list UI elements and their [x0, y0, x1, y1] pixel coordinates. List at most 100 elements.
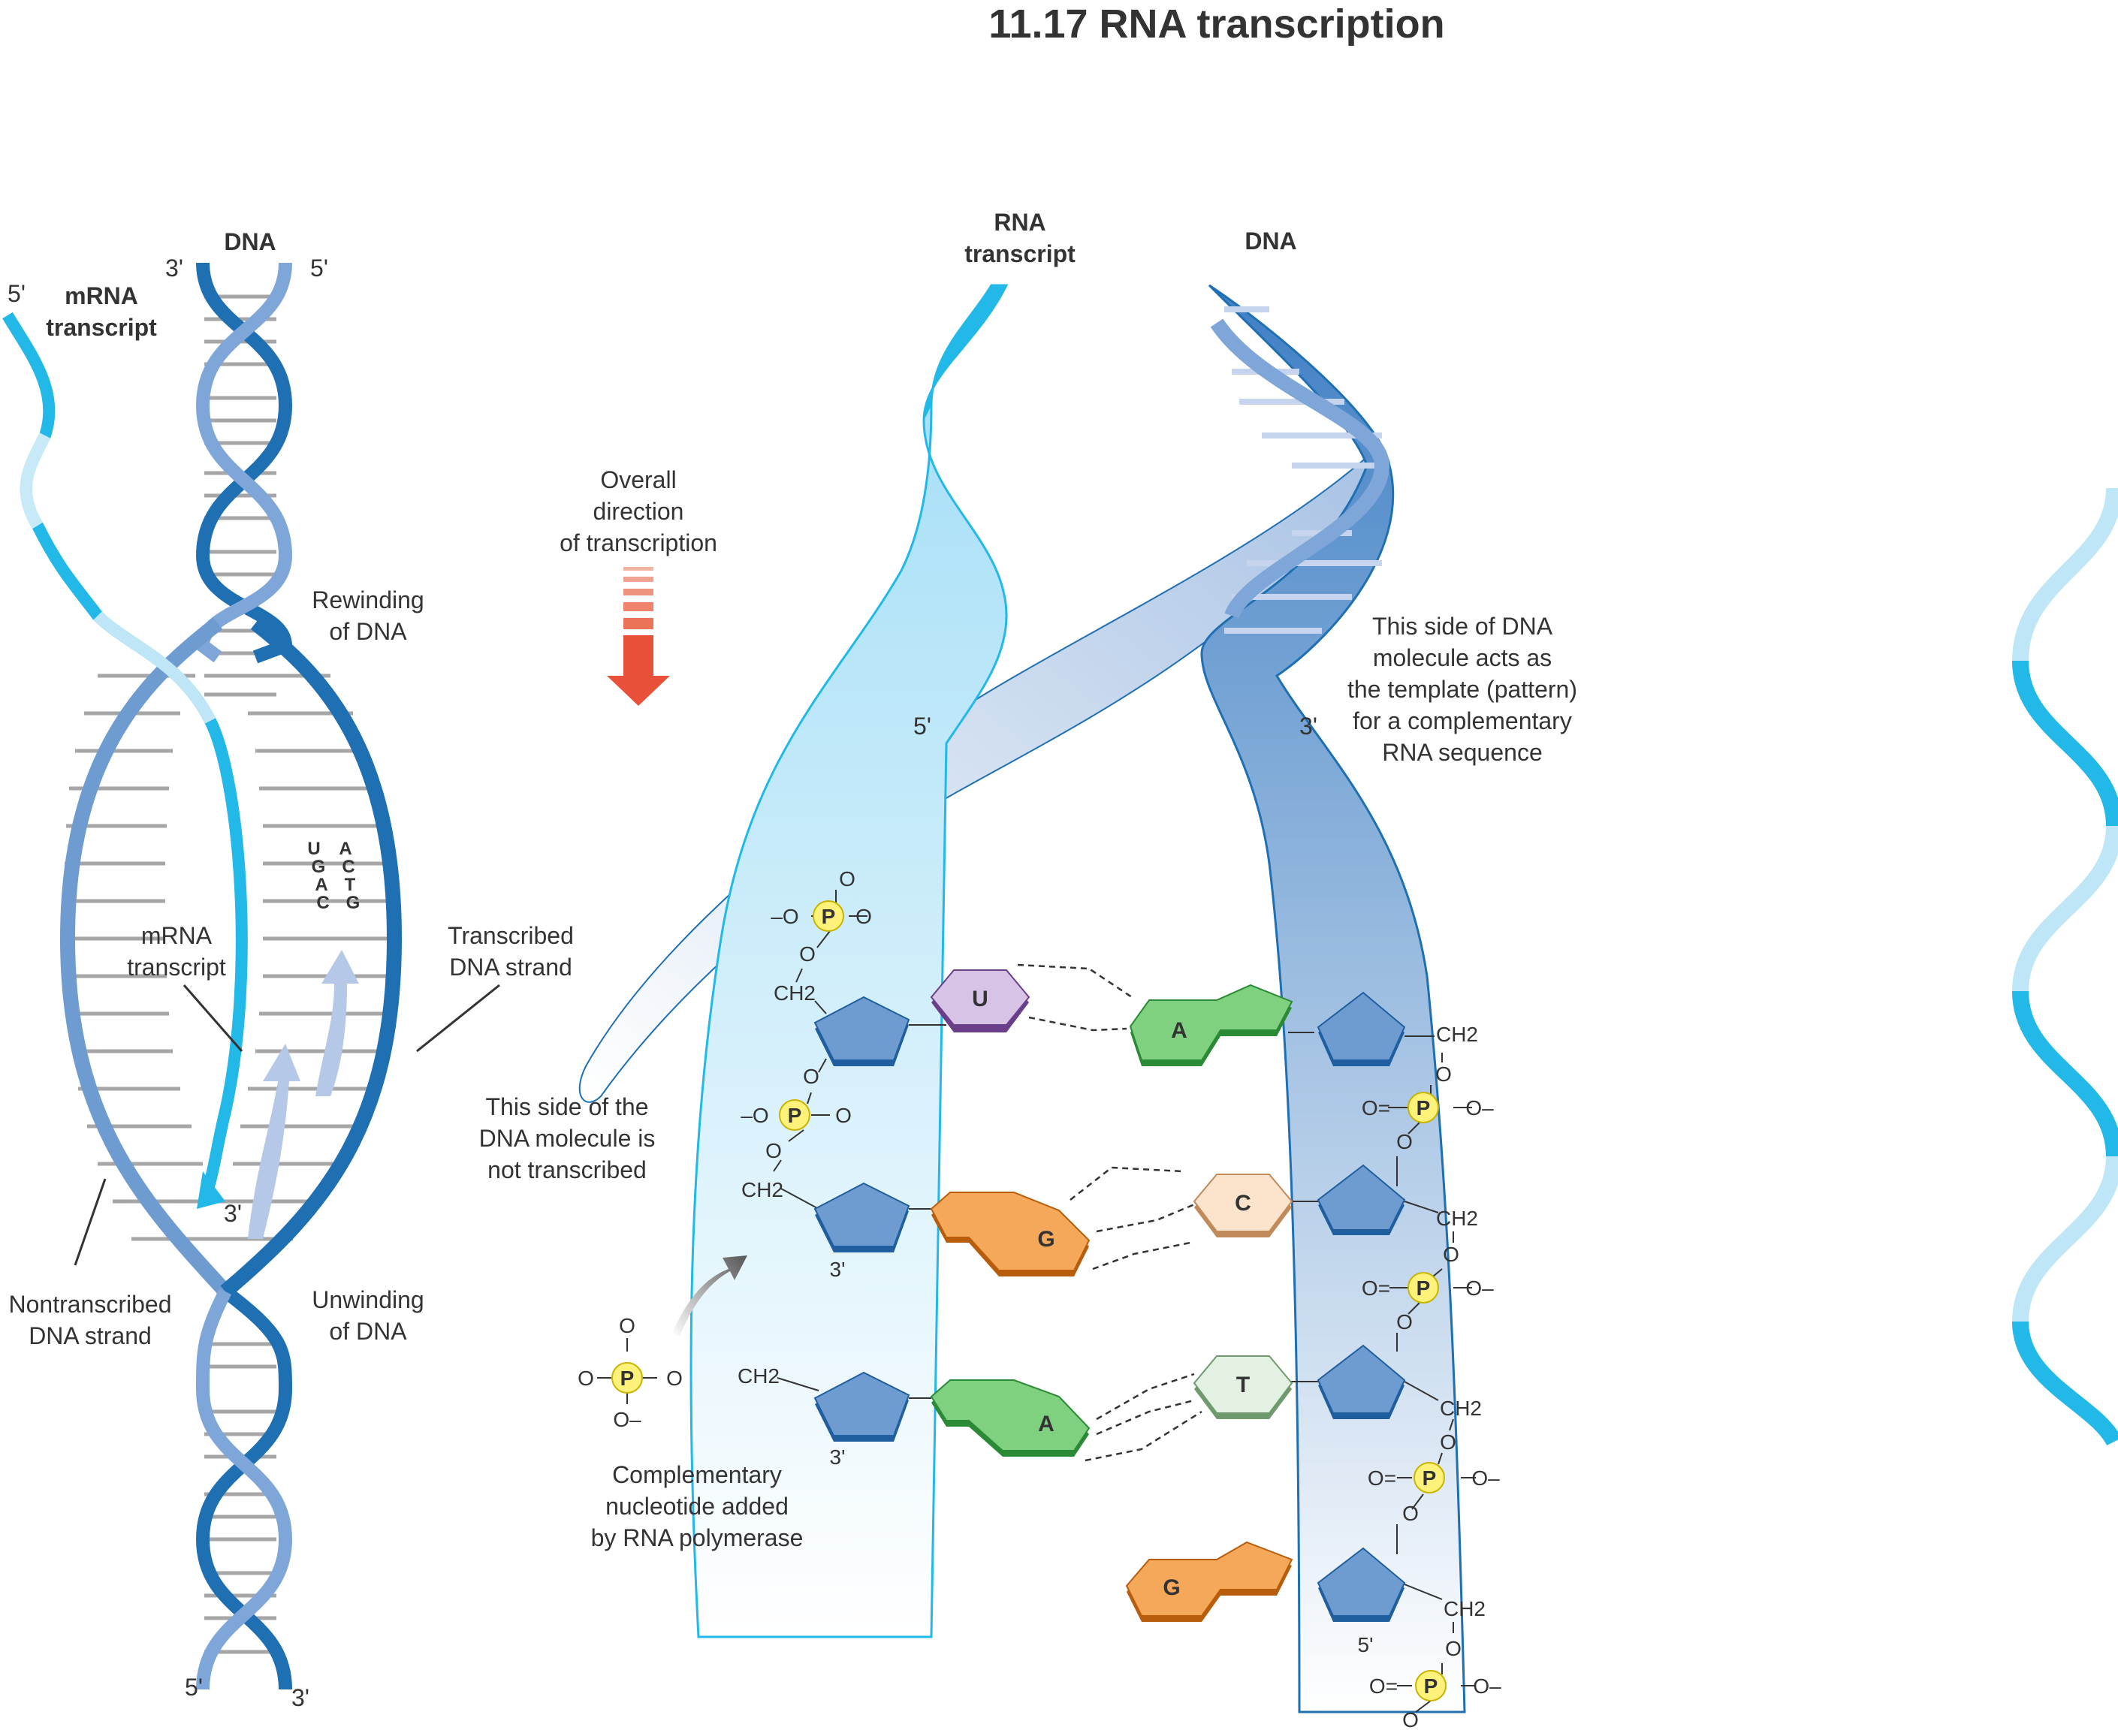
double-oxygen-label: O=	[1368, 1466, 1396, 1490]
oxygen-label: O	[666, 1367, 683, 1390]
molecular-structure	[597, 890, 1476, 1713]
oxygen-label: O	[765, 1139, 782, 1162]
oxygen-label: O	[578, 1367, 594, 1390]
left-mrna-5-end: 5'	[8, 280, 26, 307]
phosphate-letter: P	[620, 1367, 635, 1390]
dna-base-letter: T	[345, 875, 356, 895]
direction-label-3: of transcription	[560, 529, 717, 556]
double-oxygen-label: O	[835, 1104, 852, 1127]
far-right-rna-strand	[2011, 487, 2118, 1446]
ch2-label: CH2	[738, 1364, 780, 1388]
rna-transcript-label: RNA	[994, 209, 1045, 236]
base-letter: A	[1171, 1018, 1187, 1043]
transcribed-label-2: DNA strand	[449, 954, 572, 981]
left-bottom-3-end: 3'	[291, 1684, 309, 1711]
sugar-pentagon	[1317, 991, 1406, 1066]
oxygen-neg-label: O–	[1465, 1276, 1494, 1300]
rewinding-arrow	[315, 950, 359, 1096]
oxygen-label: O	[1435, 1062, 1452, 1086]
transcribed-leader	[416, 984, 500, 1053]
rna-base-letter: C	[316, 893, 329, 913]
oxygen-neg-label: O–	[1473, 1674, 1501, 1698]
phosphate-letter: P	[1423, 1466, 1437, 1490]
rna-base-letter: G	[312, 857, 326, 877]
base-letter: C	[1235, 1191, 1251, 1216]
unwinding-label: Unwinding	[312, 1286, 424, 1313]
template-label-2: molecule acts as	[1373, 644, 1552, 671]
ch2-label: CH2	[741, 1178, 783, 1201]
right-dna-helix	[1210, 306, 1390, 634]
ch2-label: CH2	[1444, 1597, 1486, 1620]
dna-template-band	[1200, 284, 1466, 1713]
nontranscribed-label-2: DNA strand	[29, 1322, 152, 1349]
left-top-3-end: 3'	[165, 255, 183, 282]
rna-transcript-label-2: transcript	[964, 240, 1076, 267]
left-dna-base-letters: A C T G	[339, 839, 360, 913]
template-label: This side of DNA	[1372, 613, 1553, 640]
bases: U A G C A	[930, 969, 1293, 1622]
base-letter: U	[972, 987, 988, 1011]
left-top-5-end: 5'	[310, 255, 328, 282]
nontranscribed-dna-band	[578, 449, 1391, 1103]
base-cytosine: C	[1193, 1174, 1293, 1237]
rna-5-end: 5'	[913, 713, 931, 740]
phosphate-letter: P	[788, 1104, 802, 1127]
phosphate: P	[813, 900, 844, 932]
direction-label: Overall	[600, 466, 676, 493]
base-letter: T	[1236, 1373, 1250, 1397]
nucleotide-addition-arrow	[672, 1255, 747, 1337]
not-transcribed-label-3: not transcribed	[487, 1156, 647, 1183]
direction-label-2: direction	[593, 498, 684, 525]
right-panel: RNA transcript DNA 5' 3' This side of DN…	[479, 209, 1577, 1731]
phosphate: P	[779, 1099, 810, 1131]
transcribed-strand	[220, 617, 403, 1297]
sugar-pentagon	[1317, 1344, 1406, 1419]
base-letter: G	[1037, 1227, 1054, 1252]
not-transcribed-label-2: DNA molecule is	[479, 1125, 656, 1152]
right-dna-label: DNA	[1245, 228, 1296, 255]
phosphate-letter: P	[1417, 1096, 1431, 1120]
sugar-pentagon	[813, 996, 910, 1066]
ch2-label: CH2	[1440, 1397, 1482, 1420]
template-label-4: for a complementary	[1353, 707, 1572, 734]
phosphate: P	[1407, 1092, 1439, 1123]
oxygen-label: O	[1445, 1637, 1462, 1660]
nontranscribed-leader	[74, 1178, 107, 1266]
bottom-dna-helix	[195, 1285, 293, 1690]
dna-base-letter: A	[339, 839, 351, 859]
base-uracil: U	[930, 969, 1030, 1032]
left-panel: DNA 3' 5' 5' mRNA transcript Rewinding o…	[2, 228, 574, 1711]
rna-3-end-label: 3'	[830, 1445, 846, 1469]
left-dna-label: DNA	[224, 228, 276, 255]
oxygen-label: O	[803, 1065, 819, 1088]
phosphate-groups: P P P P P P P	[611, 900, 1447, 1701]
double-oxygen-label: O=	[1369, 1674, 1398, 1698]
added-label-3: by RNA polymerase	[591, 1524, 804, 1551]
ch2-label: CH2	[1436, 1207, 1478, 1230]
ch2-label: CH2	[774, 981, 816, 1005]
dna-base-letter: G	[346, 893, 361, 913]
base-guanine-rna: G	[930, 1192, 1091, 1276]
added-label: Complementary	[612, 1461, 782, 1488]
figure-title: 11.17 RNA transcription	[988, 2, 1444, 47]
oxygen-neg-label: O–	[613, 1408, 641, 1431]
sugar-pentagon	[1317, 1547, 1406, 1622]
base-letter: G	[1163, 1575, 1180, 1600]
transcription-bubble	[59, 617, 403, 1297]
transcribed-label: Transcribed	[448, 922, 574, 949]
rna-transcript-band	[689, 284, 1009, 1638]
left-mrna-strand	[2, 312, 248, 1209]
unwinding-label-2: of DNA	[329, 1318, 407, 1345]
template-label-5: RNA sequence	[1382, 739, 1542, 766]
oxygen-label: O	[799, 942, 816, 966]
phosphate: P	[1407, 1272, 1439, 1304]
oxygen-neg-label: –O	[771, 905, 798, 928]
left-mrna-3-end: 3'	[224, 1200, 242, 1227]
sugar-pentagon	[813, 1371, 910, 1442]
oxygen-label: O	[1443, 1243, 1459, 1266]
rna-base-letter: U	[307, 839, 320, 859]
dna-base-letter: C	[342, 857, 355, 877]
oxygen-neg-label: –O	[741, 1104, 768, 1127]
oxygen-label: O	[839, 867, 855, 891]
